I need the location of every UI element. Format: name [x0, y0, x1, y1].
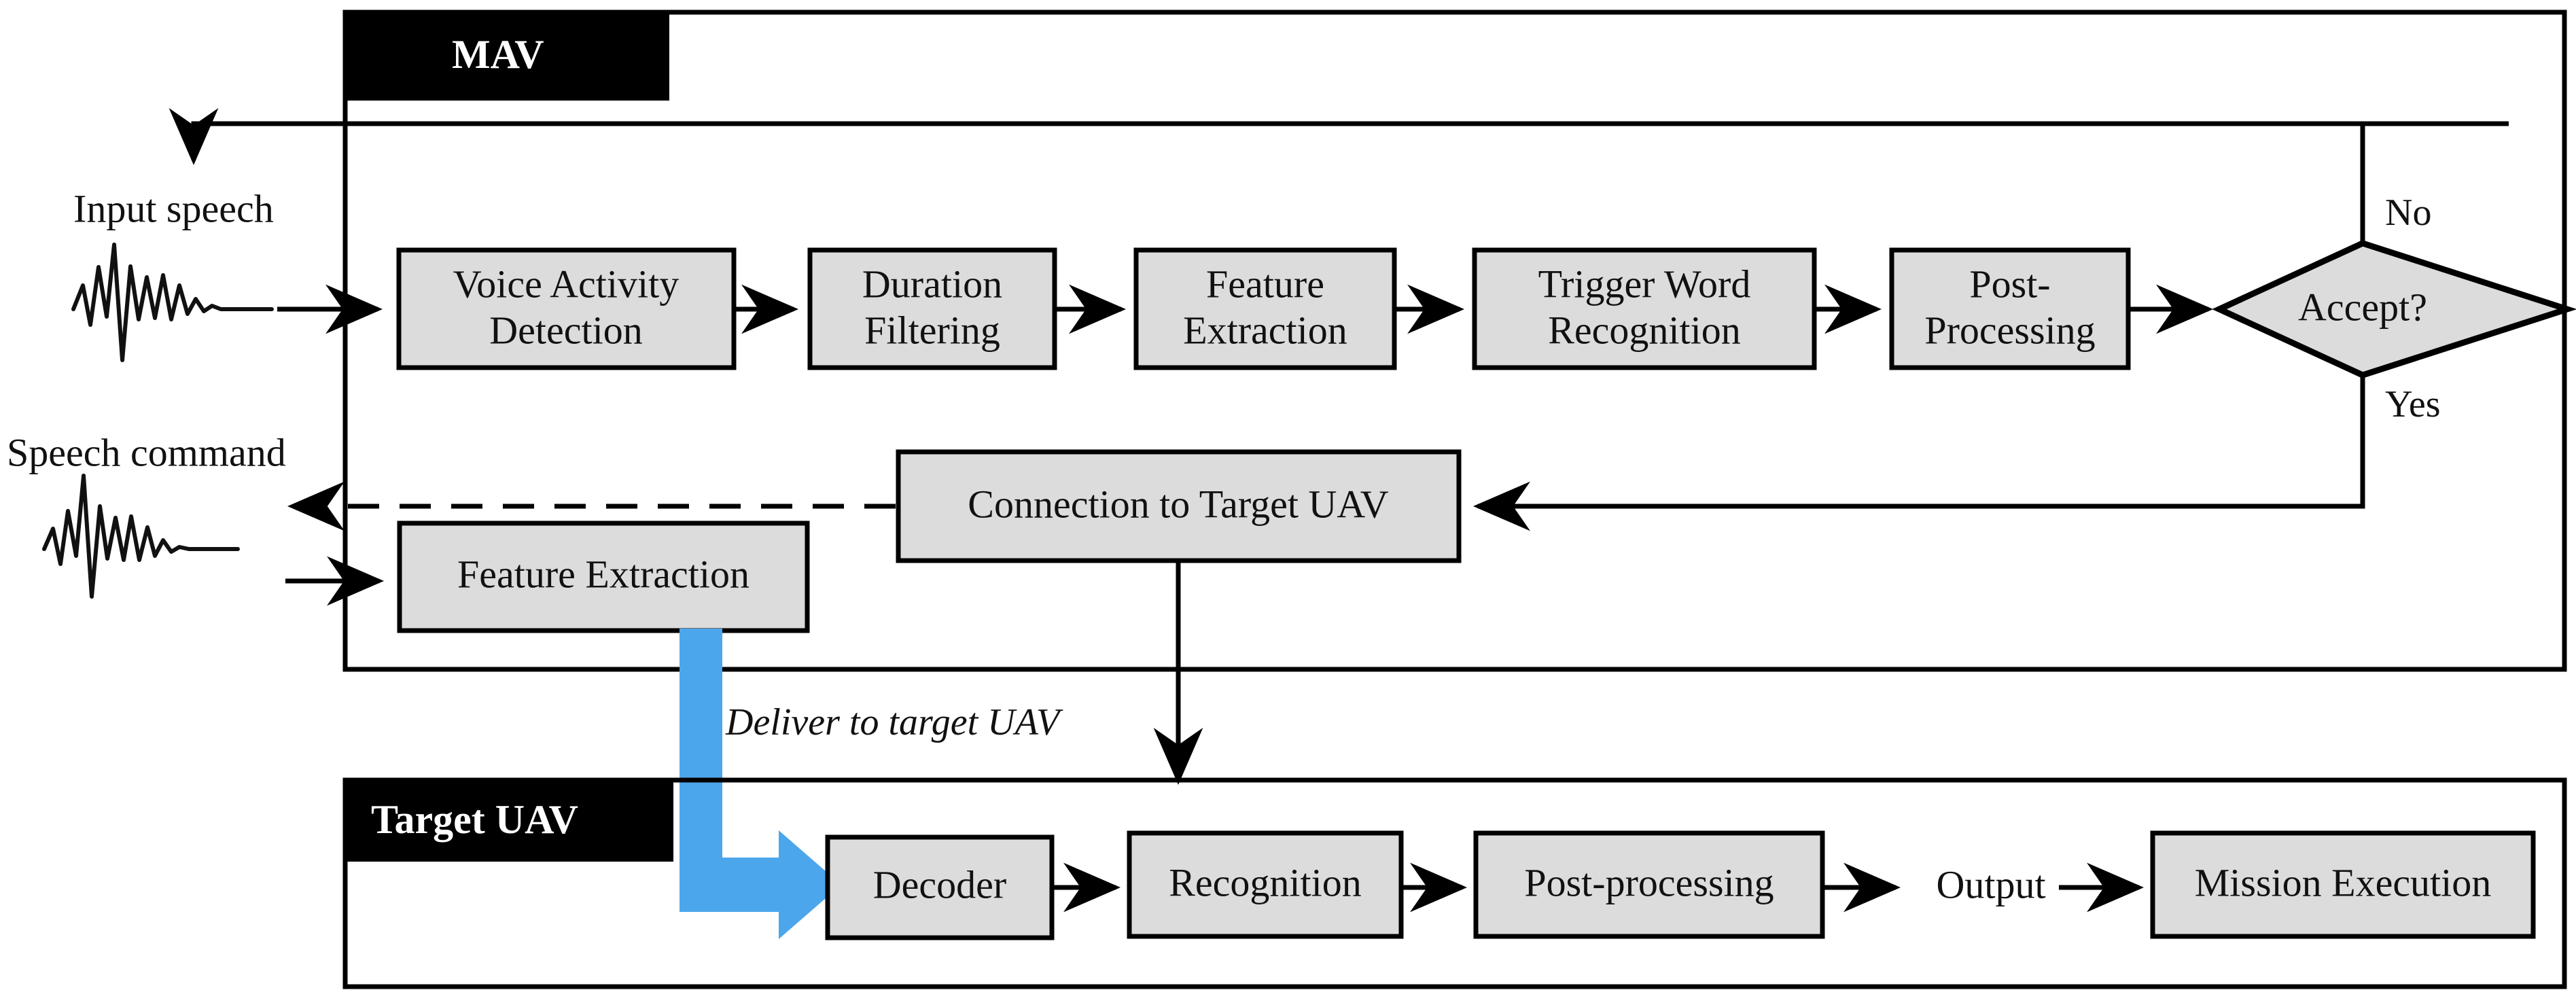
- decision-no-label: No: [2385, 192, 2431, 234]
- box-post-line1: Post-: [1969, 262, 2050, 306]
- box-mission-label: Mission Execution: [2195, 860, 2492, 904]
- box-duration-line2: Filtering: [864, 308, 1000, 352]
- box-post-processing[interactable]: Post- Processing: [1889, 247, 2131, 370]
- box-post-processing-uav[interactable]: Post-processing: [1473, 830, 1825, 939]
- accept-yes-branch-line: [1473, 375, 2365, 531]
- box-feature1-line2: Extraction: [1183, 308, 1347, 352]
- target-uav-header-label: Target UAV: [371, 797, 578, 842]
- input-speech-label: Input speech: [73, 186, 274, 230]
- mav-container: [342, 10, 2567, 672]
- box-vad-line2: Detection: [489, 308, 642, 352]
- speech-command-label: Speech command: [7, 430, 286, 474]
- box-duration-line1: Duration: [862, 262, 1002, 306]
- box-connection-to-target-uav[interactable]: Connection to Target UAV: [896, 449, 1462, 563]
- box-decoder[interactable]: Decoder: [825, 834, 1055, 940]
- box-trigger-line1: Trigger Word: [1538, 262, 1751, 306]
- box-recognition-label: Recognition: [1169, 860, 1362, 904]
- box-feature-extraction-2[interactable]: Feature Extraction: [397, 521, 810, 633]
- no-feedback-path: [169, 108, 2509, 165]
- decision-accept[interactable]: Accept?: [2212, 240, 2576, 378]
- box-trigger-word-recognition[interactable]: Trigger Word Recognition: [1472, 247, 1817, 370]
- box-mission-execution[interactable]: Mission Execution: [2150, 830, 2536, 939]
- box-connection-label: Connection to Target UAV: [968, 482, 1389, 526]
- decision-accept-label: Accept?: [2298, 285, 2427, 329]
- box-decoder-label: Decoder: [873, 862, 1006, 906]
- box-feature1-line1: Feature: [1206, 262, 1324, 306]
- box-voice-activity-detection[interactable]: Voice Activity Detection: [396, 247, 737, 370]
- waveform-input-icon: [71, 243, 274, 362]
- box-postprocessing-label: Post-processing: [1524, 860, 1774, 904]
- deliver-blue-arrow: [680, 629, 841, 939]
- mav-header-block: [345, 12, 669, 101]
- target-uav-container: [342, 777, 2567, 989]
- box-recognition[interactable]: Recognition: [1127, 830, 1404, 939]
- waveform-command-icon: [42, 474, 240, 599]
- output-label: Output: [1936, 862, 2045, 906]
- box-feature2-label: Feature Extraction: [457, 552, 749, 596]
- box-post-line2: Processing: [1924, 308, 2095, 352]
- decision-yes-label: Yes: [2385, 383, 2440, 425]
- deliver-annotation-label: Deliver to target UAV: [725, 701, 1063, 743]
- target-uav-header-block: [345, 780, 673, 862]
- box-feature-extraction-1[interactable]: Feature Extraction: [1133, 247, 1397, 370]
- box-trigger-line2: Recognition: [1548, 308, 1741, 352]
- mav-header-label: MAV: [452, 32, 544, 77]
- box-vad-line1: Voice Activity: [453, 262, 679, 306]
- box-duration-filtering[interactable]: Duration Filtering: [807, 247, 1057, 370]
